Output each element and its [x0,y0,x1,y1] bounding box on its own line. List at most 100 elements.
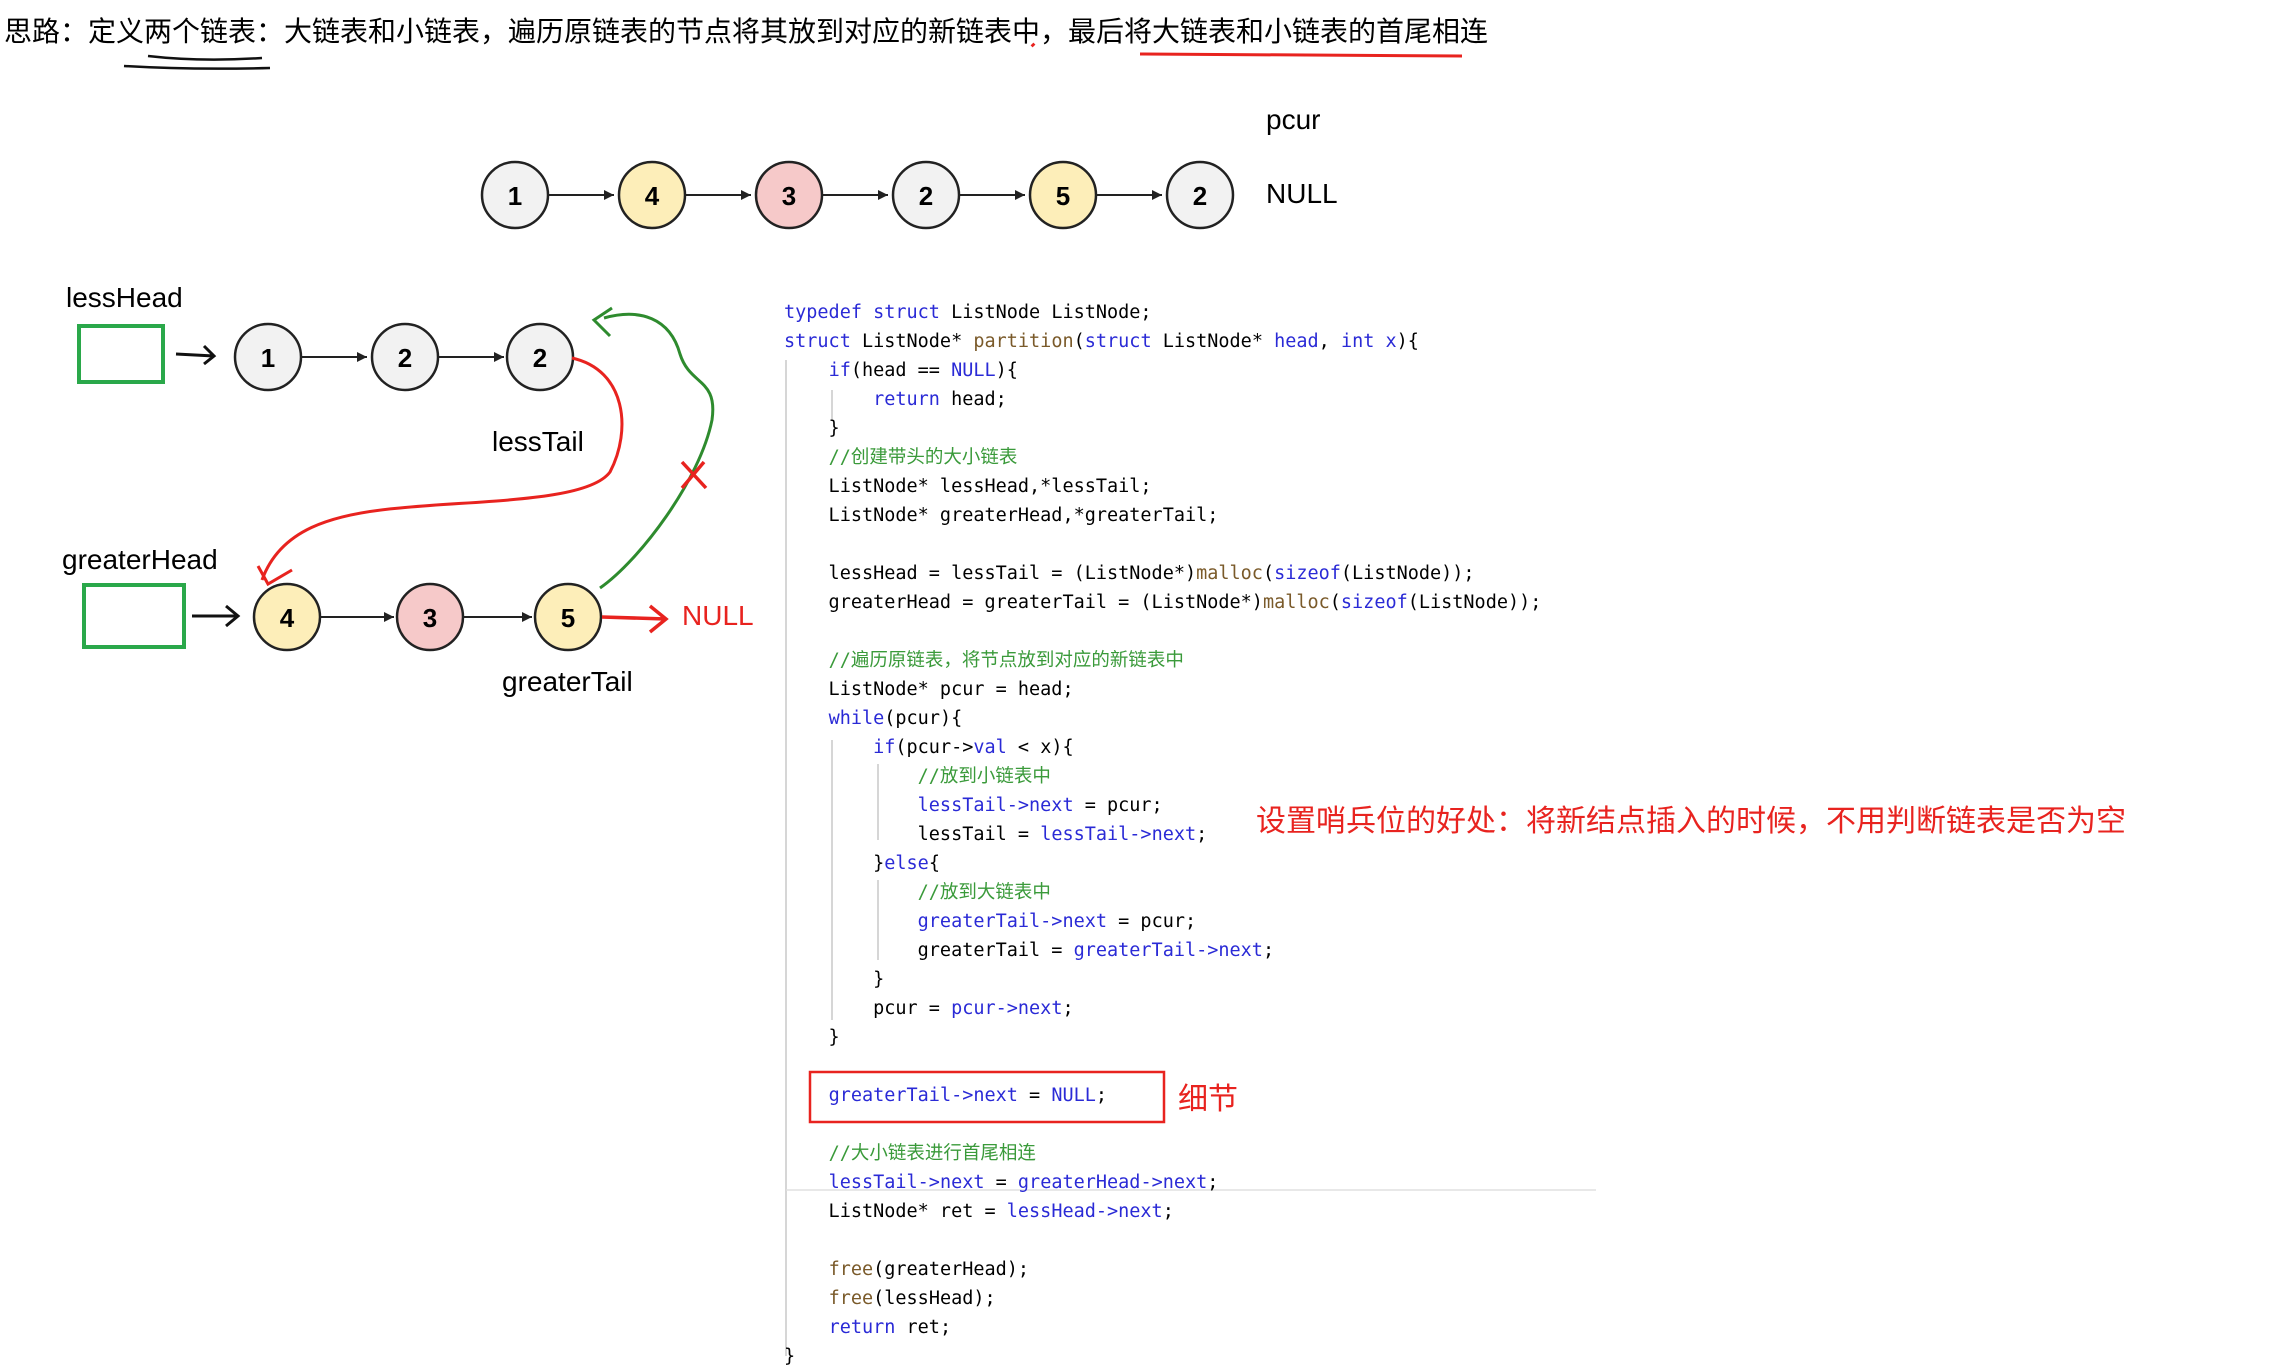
red-null-arrow [601,604,669,634]
code-token: ; [1095,1085,1108,1106]
title: 思路：定义两个链表：大链表和小链表，遍历原链表的节点将其放到对应的新链表中，最后… [4,10,1488,50]
node-value: 1 [508,181,522,211]
code-line: if(pcur->val < x){ [784,733,1541,762]
title-part-4: 大链表和小链表的首尾相连 [1152,15,1489,48]
code-token: NULL [1051,1085,1096,1106]
code-token: ListNode* pcur = head; [784,679,1074,700]
code-token: ( [1262,563,1275,584]
code-token: malloc [1262,592,1330,613]
underline-two-lists-1 [147,54,263,61]
code-token: greaterTail->next [828,1085,1018,1106]
code-token [784,882,918,903]
less-list: 1 2 2 [77,322,575,392]
code-line: } [784,965,1541,994]
code-token [1374,331,1385,352]
code-token: typedef [784,302,862,323]
code-token: ){ [995,360,1018,381]
code-token: head [1274,331,1319,352]
node-value: 2 [533,343,547,373]
code-token: val [973,737,1007,758]
code-token: } [784,418,840,439]
less-tail-label: lessTail [492,426,584,457]
node-value: 2 [398,343,412,373]
code-token: = [1017,1085,1052,1106]
node-value: 3 [423,603,437,633]
code-token: ListNode* lessHead,*lessTail; [784,476,1152,497]
code-token: , [1318,331,1341,352]
code-line: while(pcur){ [784,704,1541,733]
code-token: lessTail = [784,824,1041,845]
code-token: NULL [951,360,996,381]
red-connect-curve [260,356,624,581]
code-token: ( [1073,331,1085,352]
green-curve-arrowhead [591,306,613,338]
node-value: 3 [782,181,796,211]
code-token: (pcur-> [895,737,974,758]
node-circle [395,582,465,652]
code-token: = pcur; [1073,795,1163,816]
code-token: ; [1207,1172,1219,1193]
code-token: head; [939,389,1007,410]
code-token: lessTail->next [828,1172,985,1193]
code-token: (greaterHead); [873,1259,1030,1280]
code-token: } [784,969,885,990]
less-head-label: lessHead [66,282,183,313]
code-token: greaterTail = [784,940,1074,961]
code-token: int [1340,331,1375,352]
code-token: struct [1084,331,1152,352]
greater-tail-label: greaterTail [502,666,633,697]
code-token: //遍历原链表，将节点放到对应的新链表中 [828,650,1184,671]
code-line: ListNode* ret = lessHead->next; [784,1197,1541,1226]
code-token: ListNode* [850,331,974,352]
code-token: //创建带头的大小链表 [828,447,1018,468]
code-token: greaterHead->next [1017,1172,1208,1193]
code-token: partition [973,331,1074,352]
code-token: //放到小链表中 [917,766,1051,787]
code-line: if(head == NULL){ [784,356,1541,385]
code-token: ListNode* greaterHead,*greaterTail; [784,505,1219,526]
code-token: (ListNode)); [1407,592,1542,613]
detail-note: 细节 [1178,1082,1238,1117]
code-token: ListNode ListNode; [939,302,1152,323]
code-token: lessTail->next [1040,824,1197,845]
code-line [784,1226,1541,1255]
node-circle [617,160,687,230]
node-value: 5 [1056,181,1070,211]
code-token: return [873,389,940,410]
greater-head-sentinel [82,583,186,649]
node-value: 1 [261,343,275,373]
code-line [784,530,1541,559]
code-line: } [784,414,1541,443]
code-token: pcur->next [951,998,1063,1019]
code-line: }else{ [784,849,1541,878]
original-list: 1 4 3 2 5 2 [480,160,1235,230]
code-token: = [984,1172,1018,1193]
code-token: (lessHead); [873,1288,996,1309]
code-token: (ListNode)); [1340,563,1475,584]
code-line: typedef struct ListNode ListNode; [784,298,1541,327]
code-line: } [784,1023,1541,1052]
code-line: lessTail->next = greaterHead->next; [784,1168,1541,1197]
code-token: ListNode* [1151,331,1275,352]
hand-arrow [175,344,217,366]
title-part-3: ：大链表和小链表，遍历原链表的节点将其放到对应的新链表中，最后将 [256,15,1153,48]
detail-highlight-box [808,1070,1166,1124]
code-token: struct [873,302,940,323]
code-token: ; [1196,824,1208,845]
code-token: < x){ [1006,737,1074,758]
code-token: ; [1162,1201,1174,1222]
code-token [784,360,829,381]
code-token: else [884,853,929,874]
code-line: lessTail->next = pcur; [784,791,1541,820]
code-token: malloc [1196,563,1263,584]
code-token [784,708,829,729]
code-line: greaterTail->next = NULL; [784,1081,1541,1110]
underline-two-lists-2 [123,64,271,70]
code-token [784,447,829,468]
node-value: 5 [561,603,575,633]
greater-head-label: greaterHead [62,544,218,575]
node-circle [233,322,303,392]
code-line: pcur = pcur->next; [784,994,1541,1023]
code-line: greaterTail = greaterTail->next; [784,936,1541,965]
